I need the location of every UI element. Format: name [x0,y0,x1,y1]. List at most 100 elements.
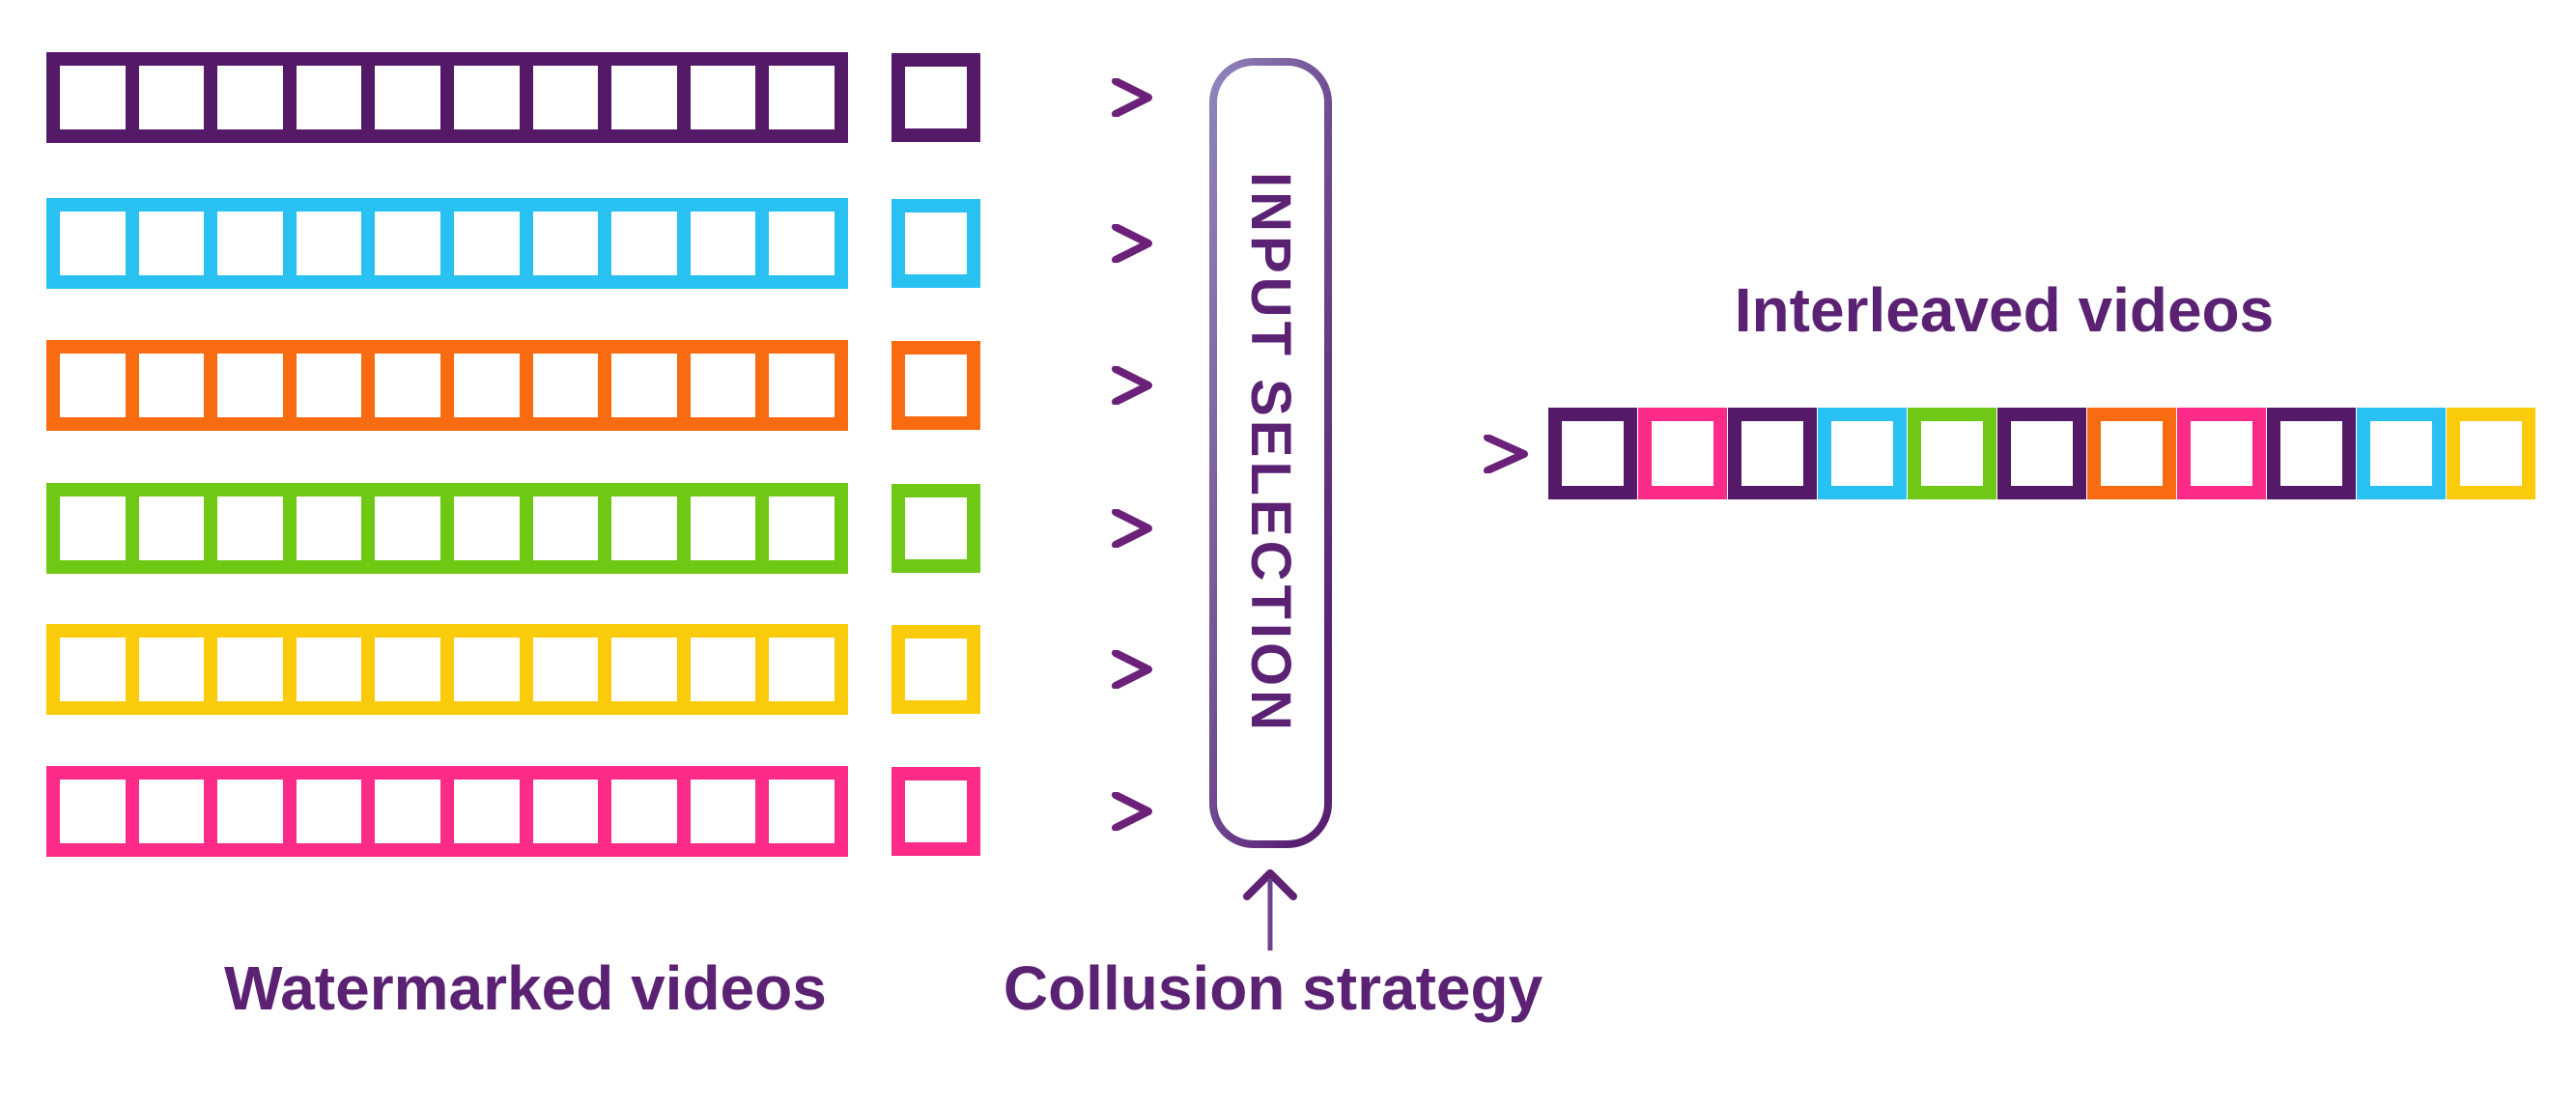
frame-cell [532,497,599,560]
arrow-right-icon [991,78,1152,117]
frame-cell [217,354,283,417]
interleaved-frame [1908,408,1996,499]
frame-cell [453,212,520,275]
frame-cell [138,212,205,275]
frame-cell [453,354,520,417]
input-selection-label: INPUT SELECTION [1239,171,1302,735]
arrow-right-icon [991,366,1152,405]
frame-cell [60,780,126,843]
arrow-right-icon [991,509,1152,548]
watermarked-video-row [46,483,1225,574]
frame-cell [375,66,440,129]
frame-cell [532,780,599,843]
selected-frame [892,767,980,856]
input-selection-box: INPUT SELECTION [1209,58,1332,848]
video-strip [46,198,848,289]
frame-cell [375,497,440,560]
frame-cell [296,780,362,843]
frame-cell [690,354,756,417]
interleaved-frame [1638,408,1727,499]
frame-cell [611,212,677,275]
interleaved-frame [2087,408,2176,499]
selected-frame [892,484,980,573]
frame-cell [690,780,756,843]
frame-cell [375,354,440,417]
frame-cell [60,354,126,417]
selected-frame [892,341,980,430]
frame-cell [769,638,835,701]
frame-cell [138,780,205,843]
selected-frame [892,53,980,142]
frame-cell [453,780,520,843]
frame-cell [296,354,362,417]
frame-cell [217,212,283,275]
interleaved-videos-title: Interleaved videos [1734,275,2275,345]
interleaved-frame [2267,408,2356,499]
frame-cell [138,66,205,129]
frame-cell [611,638,677,701]
video-strip [46,52,848,143]
interleaved-frame [2447,408,2535,499]
frame-cell [375,780,440,843]
watermarked-video-row [46,624,1225,715]
video-strip [46,624,848,715]
frame-cell [769,354,835,417]
frame-cell [690,212,756,275]
frame-cell [217,66,283,129]
frame-cell [611,497,677,560]
interleaved-frame [1997,408,2086,499]
frame-cell [296,212,362,275]
video-strip [46,340,848,431]
video-strip [46,766,848,857]
interleaved-frame [1728,408,1817,499]
arrow-right-icon [991,224,1152,263]
arrow-right-icon [1352,435,1528,473]
frame-cell [611,354,677,417]
frame-cell [60,212,126,275]
frame-cell [690,497,756,560]
frame-cell [138,354,205,417]
interleaved-frame [2177,408,2266,499]
interleaved-video-strip [1548,408,2535,499]
frame-cell [375,212,440,275]
watermarked-video-row [46,766,1225,857]
watermarked-video-row [46,198,1225,289]
frame-cell [138,497,205,560]
arrow-up-icon [1243,869,1297,951]
arrow-right-icon [991,792,1152,831]
interleaved-frame [2357,408,2446,499]
frame-cell [453,497,520,560]
collusion-strategy-label: Collusion strategy [1003,953,1543,1023]
frame-cell [690,638,756,701]
frame-cell [453,66,520,129]
selected-frame [892,625,980,714]
frame-cell [138,638,205,701]
frame-cell [532,66,599,129]
frame-cell [375,638,440,701]
selected-frame [892,199,980,288]
watermarked-video-row [46,340,1225,431]
frame-cell [532,638,599,701]
watermarked-videos-label: Watermarked videos [224,953,827,1023]
frame-cell [296,66,362,129]
frame-cell [217,638,283,701]
video-strip [46,483,848,574]
interleaved-frame [1548,408,1637,499]
frame-cell [60,497,126,560]
frame-cell [60,66,126,129]
frame-cell [60,638,126,701]
frame-cell [769,66,835,129]
frame-cell [296,638,362,701]
frame-cell [769,212,835,275]
frame-cell [532,212,599,275]
frame-cell [769,780,835,843]
watermarked-video-row [46,52,1225,143]
frame-cell [690,66,756,129]
frame-cell [611,780,677,843]
arrow-right-icon [991,650,1152,689]
frame-cell [217,497,283,560]
frame-cell [611,66,677,129]
interleaved-frame [1818,408,1907,499]
frame-cell [453,638,520,701]
frame-cell [296,497,362,560]
